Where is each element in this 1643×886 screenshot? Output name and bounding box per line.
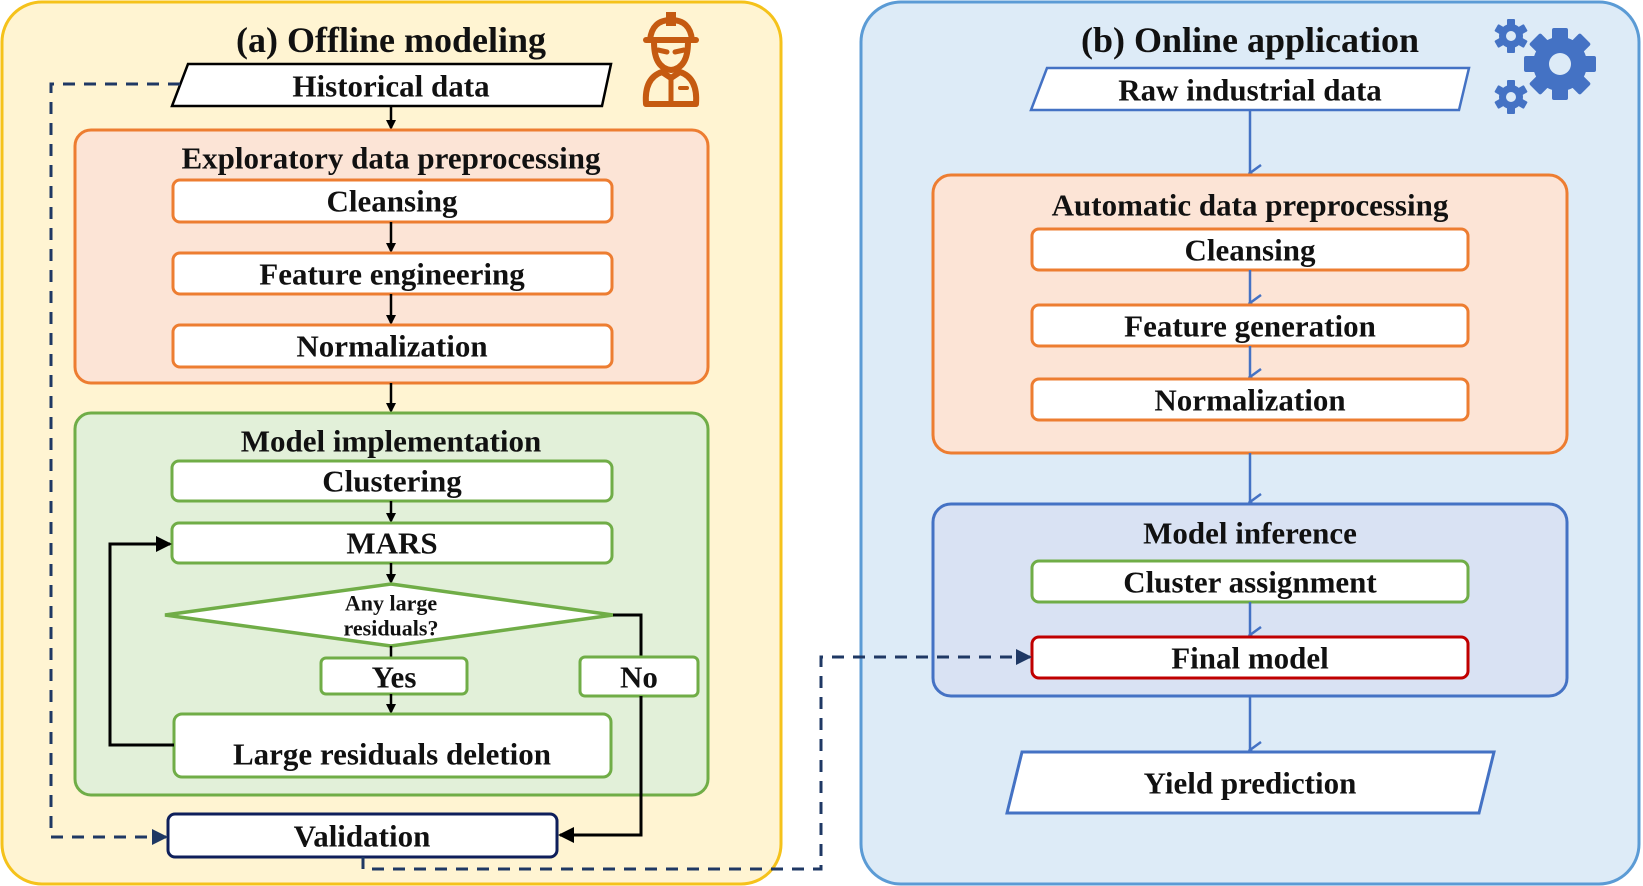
large-gear-icon xyxy=(1524,28,1596,100)
small-gear-icon-top xyxy=(1494,19,1528,53)
engineer-icon xyxy=(642,12,700,107)
mars-label: MARS xyxy=(346,526,437,561)
gears-icon xyxy=(1494,19,1596,114)
online-cleansing-label: Cleansing xyxy=(1185,233,1316,268)
raw-industrial-data-label: Raw industrial data xyxy=(1118,73,1382,108)
cluster-assignment-label: Cluster assignment xyxy=(1123,565,1377,600)
model-implementation-title: Model implementation xyxy=(241,424,542,459)
no-label: No xyxy=(620,660,658,695)
large-residuals-deletion-label: Large residuals deletion xyxy=(233,737,551,772)
clustering-label: Clustering xyxy=(322,464,462,499)
online-panel-title: (b) Online application xyxy=(1081,20,1419,60)
feature-engineering-step xyxy=(171,251,614,296)
dashed-historical-to-validation xyxy=(49,82,180,845)
connector-decision-to-no xyxy=(613,613,643,658)
final-model-label: Final model xyxy=(1171,641,1329,676)
feature-generation-label: Feature generation xyxy=(1124,309,1376,344)
historical-data-label: Historical data xyxy=(292,69,490,104)
final-model-step xyxy=(1030,635,1470,680)
arrow-no-to-validation xyxy=(558,696,643,843)
offline-modeling-panel: (a) Offline modeling Historical data Exp… xyxy=(0,0,783,886)
offline-normalization-label: Normalization xyxy=(296,329,487,364)
loopback-deletion-to-mars xyxy=(108,536,174,747)
offline-cleansing-label: Cleansing xyxy=(327,184,458,219)
yield-prediction-label: Yield prediction xyxy=(1144,766,1357,801)
online-normalization-label: Normalization xyxy=(1154,383,1345,418)
yield-prediction-output xyxy=(1005,750,1496,815)
exploratory-preprocessing-title: Exploratory data preprocessing xyxy=(181,141,601,176)
offline-panel-title: (a) Offline modeling xyxy=(236,20,546,60)
feature-engineering-label: Feature engineering xyxy=(259,257,525,292)
model-inference-title: Model inference xyxy=(1143,516,1357,551)
yes-label: Yes xyxy=(372,660,417,695)
validation-label: Validation xyxy=(294,819,431,854)
yes-label-box xyxy=(319,656,469,696)
decision-label-line1: Any large xyxy=(345,591,438,616)
online-normalization-step xyxy=(1030,377,1470,422)
offline-normalization-step xyxy=(171,323,614,369)
dashed-validation-to-final-model xyxy=(361,649,1032,871)
raw-industrial-data-input xyxy=(1029,66,1471,112)
automatic-preprocessing-title: Automatic data preprocessing xyxy=(1052,188,1449,223)
no-label-box xyxy=(578,655,700,698)
offline-cleansing-step xyxy=(171,178,614,224)
online-application-panel: (b) Online application xyxy=(859,0,1641,886)
historical-data-input xyxy=(170,62,613,108)
decision-label-line2: residuals? xyxy=(344,616,439,641)
small-gear-icon-bottom xyxy=(1494,80,1528,114)
